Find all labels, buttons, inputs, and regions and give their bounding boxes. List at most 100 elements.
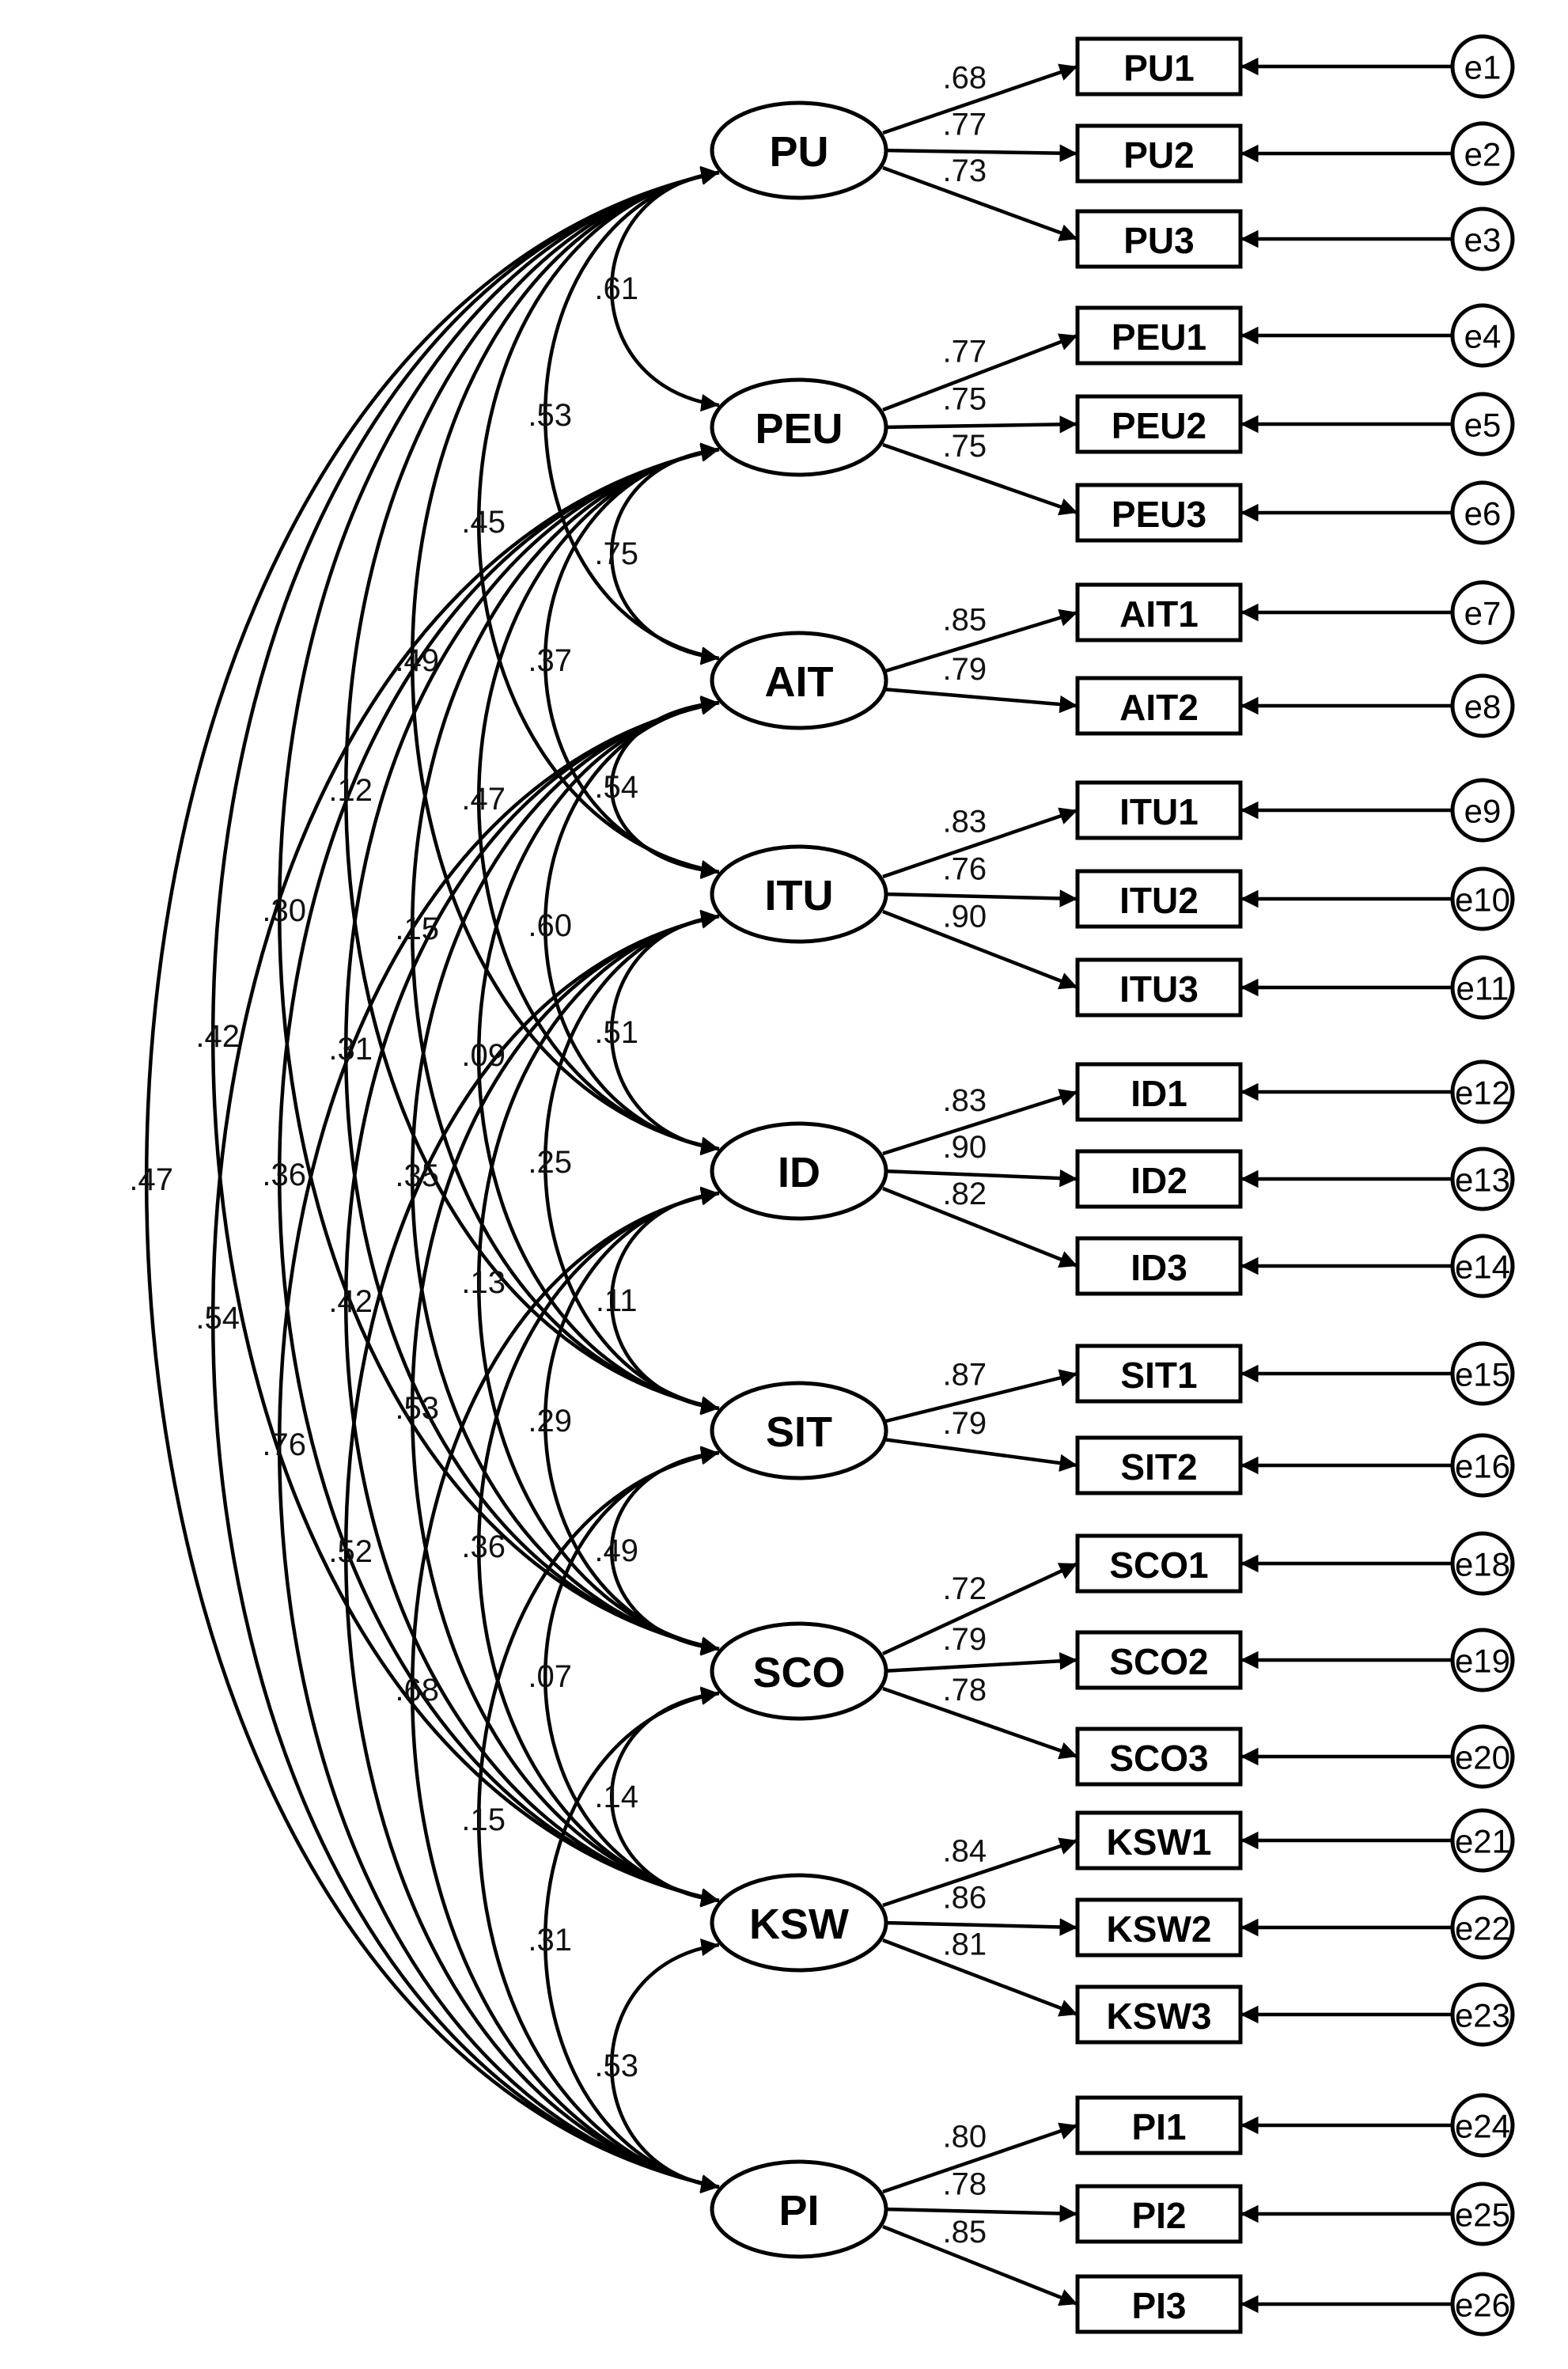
- loading-label-pu1: .68: [943, 61, 987, 96]
- error-circle: [1450, 207, 1515, 271]
- indicator-label: AIT2: [1119, 687, 1199, 728]
- latent-label: PI: [778, 2187, 819, 2234]
- error-circle: [1450, 1433, 1515, 1498]
- error-circle: [1450, 121, 1515, 186]
- indicator-label: ID1: [1131, 1073, 1187, 1114]
- indicator-box: [1075, 1149, 1243, 1209]
- error-label: e5: [1464, 407, 1502, 444]
- covariance-label-PEU-SCO: .31: [328, 1032, 373, 1067]
- loading-label-pi1: .80: [943, 2120, 987, 2155]
- loading-label-id3: .82: [943, 1177, 987, 1211]
- error-label: e4: [1464, 318, 1502, 355]
- error-circle: [1450, 34, 1515, 99]
- loading-path-pi3: [882, 2224, 1078, 2306]
- covariance-label-ITU-SCO: .13: [461, 1265, 506, 1300]
- loading-path-peu3: [882, 442, 1078, 516]
- loading-path-ksw2: [882, 1918, 1078, 1936]
- loading-label-ait1: .85: [943, 603, 987, 638]
- indicator-box: [1075, 582, 1243, 642]
- error-term-e14: e14: [1450, 1234, 1515, 1298]
- covariance-label-SIT-KSW: .07: [528, 1659, 572, 1694]
- error-label: e15: [1455, 1356, 1510, 1393]
- error-term-e4: e4: [1450, 303, 1515, 368]
- indicator-box: [1075, 209, 1243, 269]
- error-term-e8: e8: [1450, 673, 1515, 738]
- loading-label-sit2: .79: [943, 1406, 987, 1441]
- indicator-box: [1075, 676, 1243, 736]
- indicator-label: ID3: [1131, 1247, 1187, 1288]
- error-term-e7: e7: [1450, 580, 1515, 645]
- latent-ellipse: [710, 631, 888, 730]
- indicator-id3: ID3: [1075, 1236, 1243, 1296]
- loading-path-sco1: [882, 1561, 1078, 1656]
- indicator-sco3: SCO3: [1075, 1727, 1243, 1787]
- indicator-box: [1075, 1630, 1243, 1690]
- latent-label: KSW: [749, 1901, 849, 1948]
- covariance-label-AIT-ID: .60: [528, 908, 572, 943]
- error-term-e24: e24: [1450, 2093, 1515, 2158]
- covariance-label-ID-PI: .68: [395, 1673, 439, 1708]
- error-circle: [1450, 1808, 1515, 1873]
- indicator-label: PI2: [1131, 2195, 1186, 2236]
- covariance-PU-ITU: [476, 166, 720, 878]
- indicator-ait1: AIT1: [1075, 582, 1243, 642]
- covariance-label-PEU-PI: .54: [195, 1301, 240, 1336]
- loading-path-itu2: [882, 889, 1078, 908]
- covariance-ITU-SCO: [477, 911, 720, 1655]
- error-circle: [1450, 1724, 1515, 1789]
- indicator-label: ID2: [1131, 1160, 1187, 1201]
- latent-label: SCO: [752, 1649, 845, 1696]
- covariance-label-PEU-KSW: .36: [262, 1158, 306, 1192]
- error-circle: [1450, 2093, 1515, 2158]
- error-term-e1: e1: [1450, 34, 1515, 99]
- indicator-pi3: PI3: [1075, 2274, 1243, 2334]
- loading-path-id1: [882, 1089, 1078, 1156]
- latent-factor-sit: SIT: [710, 1381, 888, 1480]
- covariance-label-AIT-SCO: .35: [395, 1158, 439, 1193]
- latent-label: AIT: [765, 658, 834, 706]
- covariance-label-PU-SCO: .30: [262, 893, 306, 928]
- latent-factor-sco: SCO: [710, 1621, 888, 1721]
- loading-path-pu1: [882, 63, 1078, 135]
- covariance-SCO-PI: [543, 1687, 720, 2193]
- indicator-box: [1075, 1344, 1243, 1404]
- error-circle: [1450, 955, 1515, 1020]
- error-circle: [1450, 1895, 1515, 1960]
- loading-path-sco2: [882, 1652, 1078, 1673]
- loading-path-peu2: [882, 415, 1078, 434]
- covariance-AIT-SCO: [410, 697, 720, 1655]
- latent-ellipse: [710, 2159, 888, 2259]
- error-circle: [1450, 866, 1515, 931]
- indicator-id1: ID1: [1075, 1062, 1243, 1122]
- covariance-label-ITU-SIT: .25: [528, 1145, 572, 1180]
- covariance-label-ID-SCO: .29: [528, 1404, 572, 1438]
- loading-path-pi1: [882, 2122, 1078, 2194]
- error-term-e18: e18: [1450, 1531, 1515, 1596]
- covariance-AIT-KSW: [344, 697, 720, 1906]
- error-term-e2: e2: [1450, 121, 1515, 186]
- error-circle: [1450, 303, 1515, 368]
- latent-factor-ait: AIT: [710, 631, 888, 730]
- covariance-ID-SCO: [543, 1187, 720, 1655]
- loading-path-sit1: [882, 1369, 1078, 1424]
- indicator-label: SCO3: [1109, 1738, 1208, 1779]
- covariance-PU-SCO: [277, 167, 720, 1655]
- indicator-box: [1075, 36, 1243, 97]
- latent-factor-ksw: KSW: [710, 1873, 888, 1973]
- indicator-label: KSW1: [1107, 1821, 1212, 1863]
- covariance-AIT-ID: [543, 696, 720, 1155]
- loading-label-ksw3: .81: [943, 1927, 987, 1962]
- indicator-pu1: PU1: [1075, 36, 1243, 97]
- indicator-itu3: ITU3: [1075, 957, 1243, 1018]
- loading-label-ksw2: .86: [943, 1881, 987, 1916]
- loading-path-sit2: [882, 1437, 1078, 1473]
- loading-label-ksw1: .84: [943, 1834, 987, 1869]
- error-label: e1: [1464, 49, 1502, 86]
- loading-label-id2: .90: [943, 1130, 987, 1165]
- indicator-peu2: PEU2: [1075, 394, 1243, 454]
- latent-factor-pi: PI: [710, 2159, 888, 2259]
- error-label: e22: [1455, 1910, 1510, 1947]
- covariance-PEU-ID: [476, 443, 720, 1155]
- error-term-e21: e21: [1450, 1808, 1515, 1873]
- loading-label-itu3: .90: [943, 899, 987, 934]
